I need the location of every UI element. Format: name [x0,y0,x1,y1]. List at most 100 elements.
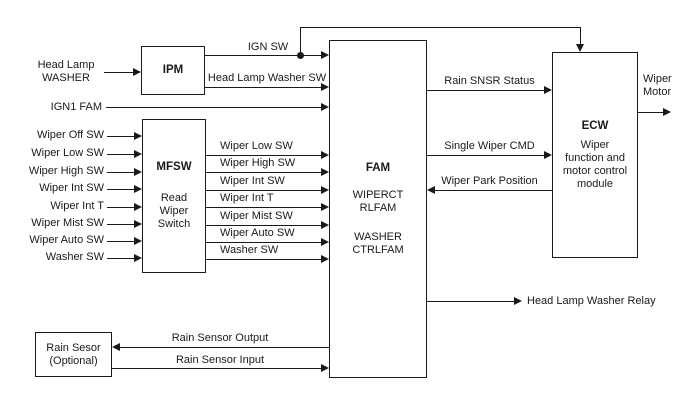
mfsw-input-label: Wiper Low SW [31,147,104,159]
ign-sw-branch-vline-right [580,27,581,45]
head-lamp-washer-label: Head Lamp WASHER [30,59,102,85]
wiper-park-position-label: Wiper Park Position [441,175,538,187]
mfsw-input-arrow [134,185,142,193]
mfsw-input-label: Wiper Off SW [36,129,104,141]
mfsw-input-arrow [134,254,142,262]
rain-sensor-output-arrow [112,343,120,351]
head-lamp-washer-arrow [133,68,141,76]
single-wiper-cmd-label: Single Wiper CMD [444,140,535,152]
head-lamp-washer-label-line1: Head Lamp [37,59,95,71]
mfsw-input-line [107,241,134,242]
wiper-park-position-arrow [427,186,435,194]
fam-desc-line: CTRLFAM [352,243,404,256]
mfsw-input-arrow [134,220,142,228]
rain-snsr-status-arrow [544,86,552,94]
mfsw-input-line [107,258,134,259]
mfsw-output-arrow [321,203,329,211]
rain-sensor-line: (Optional) [49,354,98,367]
mfsw-input-label: Wiper Mist SW [31,217,104,229]
rain-sensor-input-arrow [321,364,329,372]
head-lamp-washer-relay-arrow [514,297,522,305]
mfsw-input-line [107,154,134,155]
mfsw-input-label: Wiper Auto SW [29,234,104,246]
mfsw-input-line [107,207,134,208]
mfsw-output-arrow [321,238,329,246]
mfsw-input-arrow [134,150,142,158]
mfsw-box: MFSW Read Wiper Switch [142,119,206,273]
ipm-box: IPM [141,46,205,95]
wiper-motor-label-line1: Wiper [643,73,672,85]
ign-sw-branch-hline-top [300,27,581,28]
rain-snsr-status-label: Rain SNSR Status [444,75,535,87]
fam-desc-line: WASHER [354,230,402,243]
ign-sw-line [205,55,321,56]
rain-sensor-input-line [112,368,321,369]
mfsw-output-arrow [321,186,329,194]
head-lamp-washer-relay-label: Head Lamp Washer Relay [527,295,656,307]
fam-box: FAM WIPERCT RLFAM WASHER CTRLFAM [329,40,427,378]
mfsw-input-label: Wiper Int T [50,200,104,212]
mfsw-output-arrow [321,221,329,229]
rain-sensor-box: Rain Sesor (Optional) [35,332,112,377]
ign-sw-junction-dot [297,52,304,59]
head-lamp-washer-relay-line [427,301,515,302]
head-lamp-washer-sw-arrow [321,83,329,91]
ecw-desc-line: module [576,177,614,190]
ign1-fam-arrow [321,103,329,111]
ign1-fam-label: IGN1 FAM [50,101,102,113]
ign-sw-branch-arrow [576,44,584,52]
mfsw-input-line [107,172,134,173]
rain-snsr-status-line [427,90,544,91]
ign-sw-arrow [321,51,329,59]
mfsw-title: MFSW [156,161,192,173]
mfsw-input-line [107,224,134,225]
mfsw-output-arrow [321,151,329,159]
single-wiper-cmd-line [427,155,544,156]
mfsw-input-label: Wiper Int SW [39,182,104,194]
mfsw-input-arrow [134,132,142,140]
rain-sensor-line: Rain Sesor [46,341,101,354]
ecw-desc-line: Wiper [580,138,610,151]
mfsw-output-label: Wiper Auto SW [220,227,295,239]
mfsw-output-line [206,207,321,208]
mfsw-output-line [206,225,321,226]
mfsw-input-arrow [134,168,142,176]
ecw-box: ECW Wiper function and motor control mod… [552,52,638,258]
ipm-title: IPM [162,64,184,76]
head-lamp-washer-sw-label: Head Lamp Washer SW [207,72,327,84]
mfsw-output-label: Washer SW [220,244,279,256]
mfsw-output-label: Wiper High SW [220,157,296,169]
wiper-motor-label-line2: Motor [643,86,672,98]
mfsw-output-label: Wiper Int T [220,192,274,204]
mfsw-output-label: Wiper Int SW [220,175,285,187]
fam-title: FAM [365,161,391,174]
mfsw-output-line [206,259,321,260]
mfsw-output-label: Wiper Mist SW [220,210,293,222]
wiper-park-position-line [435,190,552,191]
rain-sensor-output-label: Rain Sensor Output [171,332,269,344]
fam-desc-line: RLFAM [359,201,397,214]
mfsw-output-arrow [321,255,329,263]
mfsw-input-line [107,189,134,190]
ign-sw-label: IGN SW [247,41,289,53]
wiper-motor-arrow [663,108,671,116]
mfsw-input-line [107,136,134,137]
head-lamp-washer-label-line2: WASHER [42,72,90,84]
mfsw-desc-line: Read [160,192,188,204]
wiper-motor-label: Wiper Motor [643,73,672,99]
mfsw-output-line [206,190,321,191]
mfsw-desc-line: Switch [157,218,191,230]
ecw-title: ECW [581,119,609,132]
mfsw-input-label: Wiper High SW [28,165,104,177]
ecw-desc-line: motor control [562,164,628,177]
ign1-fam-line [106,107,321,108]
mfsw-input-label: Washer SW [45,251,104,263]
rain-sensor-input-label: Rain Sensor Input [175,354,265,366]
mfsw-input-arrow [134,237,142,245]
mfsw-desc-line: Wiper [159,205,189,217]
head-lamp-washer-sw-line [205,87,321,88]
mfsw-output-line [206,172,321,173]
ecw-desc-line: function and [565,151,625,164]
mfsw-output-line [206,155,321,156]
